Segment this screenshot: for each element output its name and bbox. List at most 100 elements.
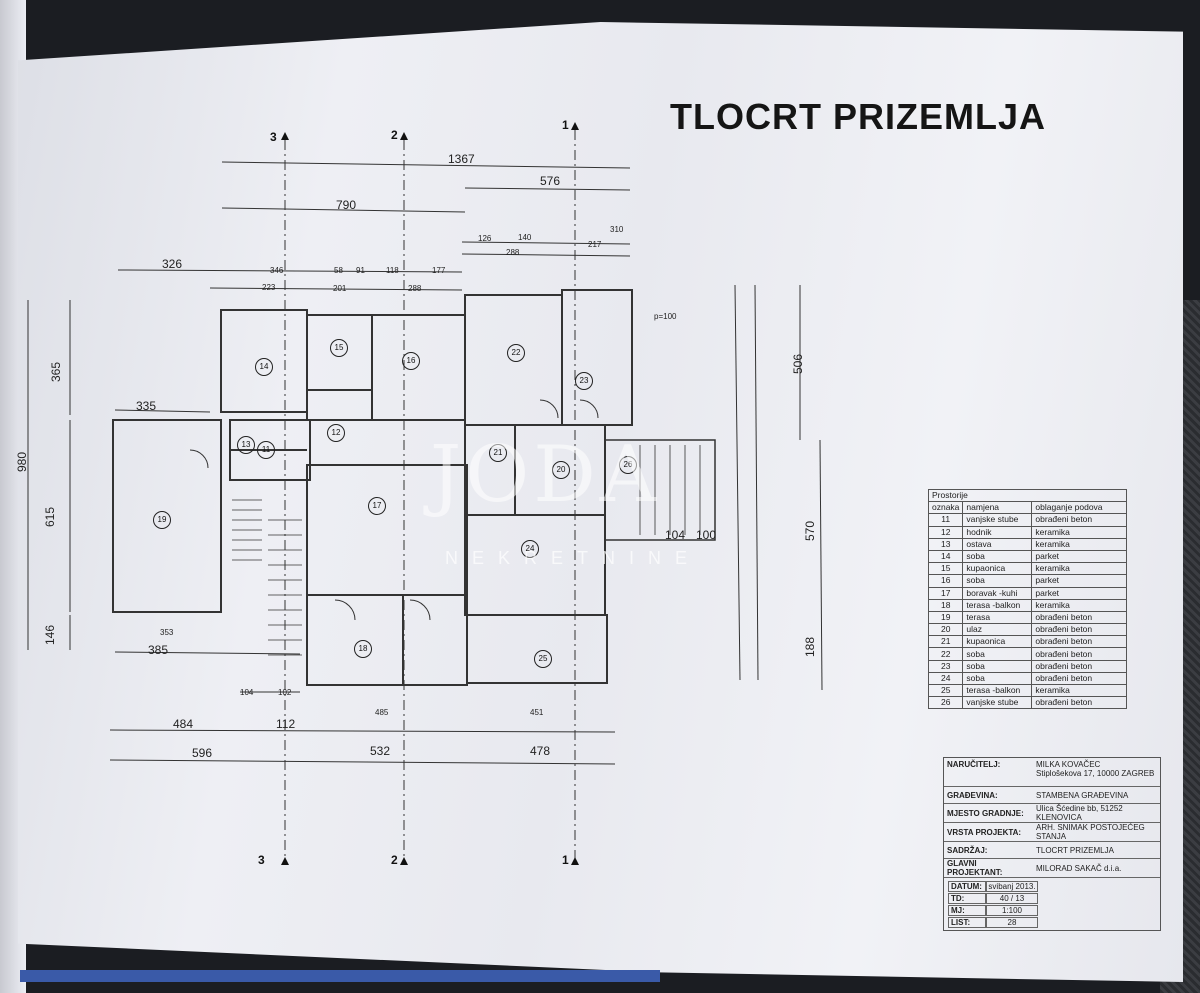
- room-number: 14: [255, 358, 273, 376]
- rooms-table-cell: 24: [927, 671, 964, 686]
- dim-label: 326: [162, 257, 183, 271]
- folder-strip: [20, 970, 660, 982]
- rooms-table-cell: obrađeni beton: [1031, 659, 1128, 673]
- rooms-table-cell: keramika: [1031, 537, 1128, 551]
- rooms-table-cell: 25: [927, 683, 964, 698]
- tb-label: SADRŽAJ:: [947, 845, 988, 855]
- tb-label: GLAVNI PROJEKTANT:: [947, 859, 1003, 877]
- rooms-table-cell: obrađeni beton: [1031, 623, 1128, 637]
- dim-label: 346: [270, 266, 284, 275]
- dim-label: 146: [43, 624, 58, 646]
- dim-label: 102: [278, 688, 292, 697]
- dim-label: 100: [696, 528, 717, 542]
- tb-label: TD:: [948, 892, 986, 904]
- rooms-table-cell: kupaonica: [962, 635, 1033, 649]
- room-number: 17: [368, 497, 386, 515]
- dim-label: 596: [192, 746, 213, 760]
- dim-label: 217: [588, 240, 602, 249]
- dim-label: 980: [15, 451, 30, 473]
- tb-label: DATUM:: [948, 880, 986, 892]
- rooms-table-cell: vanjske stube: [962, 696, 1033, 710]
- tb-row-sadrzaj: SADRŽAJ: TLOCRT PRIZEMLJA: [944, 842, 1160, 859]
- dim-label: 140: [518, 233, 532, 242]
- axis-label-1-bottom: 1: [562, 853, 569, 867]
- room-number: 26: [619, 456, 637, 474]
- rooms-table-cell: parket: [1031, 549, 1128, 564]
- rooms-table-cell: obrađeni beton: [1031, 671, 1128, 686]
- dim-label: 532: [370, 744, 391, 758]
- dim-label: 478: [530, 744, 551, 758]
- tb-row-narucitelj: NARUČITELJ: MILKA KOVAČEC Stiplošekova 1…: [944, 758, 1160, 787]
- dim-label: 615: [43, 506, 58, 528]
- dim-label: 506: [791, 353, 806, 375]
- dim-label: 288: [408, 284, 422, 293]
- dim-label: 451: [530, 708, 544, 717]
- rooms-table-cell: 23: [927, 659, 964, 673]
- rooms-table-cell: soba: [962, 647, 1033, 661]
- tb-value: svibanj 2013.: [986, 880, 1038, 892]
- rooms-table-cell: 13: [927, 537, 964, 551]
- rooms-table-cell: obrađeni beton: [1031, 647, 1128, 661]
- rooms-table-cell: parket: [1031, 586, 1128, 600]
- tb-narucitelj: MILKA KOVAČEC: [1036, 760, 1101, 769]
- tb-value: ARH. SNIMAK POSTOJEĆEG STANJA: [1036, 823, 1145, 841]
- tb-row-datum: DATUM: svibanj 2013.: [948, 880, 1156, 892]
- tb-row-projektant: GLAVNI PROJEKTANT: MILORAD SAKAČ d.i.a.: [944, 859, 1160, 878]
- rooms-table-cell: soba: [962, 659, 1033, 673]
- rooms-table-cell: 19: [927, 610, 964, 625]
- room-number: 24: [521, 540, 539, 558]
- rooms-table-cell: 26: [927, 696, 964, 710]
- room-number: 18: [354, 640, 372, 658]
- rooms-table-cell: parket: [1031, 574, 1128, 588]
- dim-label: 790: [336, 198, 357, 212]
- dim-label: 104: [240, 688, 254, 697]
- dim-label: 570: [803, 520, 818, 542]
- tb-value: STAMBENA GRAĐEVINA: [1036, 790, 1129, 800]
- rooms-table-cell: obrađeni beton: [1031, 610, 1128, 625]
- tb-value: 1:100: [986, 904, 1038, 916]
- dim-label: 353: [160, 628, 174, 637]
- dim-label: 91: [356, 266, 365, 275]
- rooms-table-cell: keramika: [1031, 525, 1128, 539]
- dim-label: 126: [478, 234, 492, 243]
- dim-label: 335: [136, 399, 157, 413]
- rooms-table-cell: 20: [927, 623, 964, 637]
- tb-value: TLOCRT PRIZEMLJA: [1036, 845, 1114, 855]
- dim-label: 385: [148, 643, 169, 657]
- rooms-table-cell: 11: [927, 513, 964, 527]
- tb-row-mj: MJ: 1:100: [948, 904, 1156, 916]
- axis-label-2: 2: [391, 128, 398, 142]
- tb-value: MILKA KOVAČEC Stiplošekova 17, 10000 ZAG…: [1033, 760, 1160, 778]
- dim-label: p=100: [654, 312, 677, 321]
- room-number: 20: [552, 461, 570, 479]
- rooms-table-cell: keramika: [1031, 683, 1128, 698]
- rooms-table-cell: keramika: [1031, 562, 1128, 576]
- tb-label: LIST:: [948, 916, 986, 928]
- rooms-table-cell: keramika: [1031, 598, 1128, 612]
- dim-label: 576: [540, 174, 561, 188]
- room-number: 22: [507, 344, 525, 362]
- rooms-table-cell: 14: [927, 549, 964, 564]
- rooms-table: Prostorije oznaka namjena oblaganje podo…: [927, 488, 1128, 710]
- room-number: 13: [237, 436, 255, 454]
- tb-value: 40 / 13: [986, 892, 1038, 904]
- room-number: 15: [330, 339, 348, 357]
- tb-value: MILORAD SAKAČ d.i.a.: [1036, 863, 1122, 873]
- rooms-table-cell: 15: [927, 562, 964, 576]
- dim-label: 365: [49, 361, 64, 383]
- tb-label: NARUČITELJ:: [947, 760, 1001, 769]
- rooms-table-cell: soba: [962, 549, 1033, 564]
- rooms-table-header: oznaka: [927, 501, 964, 515]
- tb-label: MJESTO GRADNJE:: [947, 808, 1024, 818]
- rooms-table-cell: 17: [927, 586, 964, 600]
- rooms-table-cell: hodnik: [962, 525, 1033, 539]
